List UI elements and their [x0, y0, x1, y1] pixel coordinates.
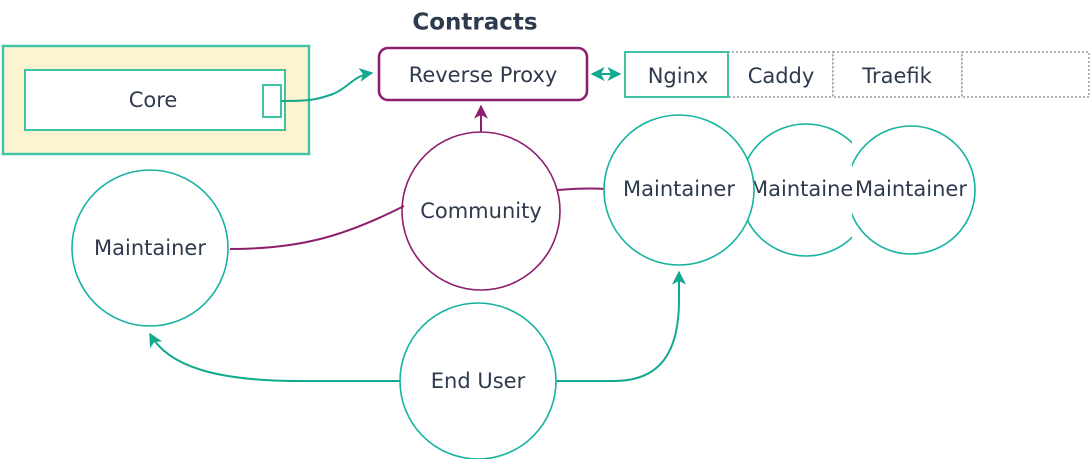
reverse-proxy-label: Reverse Proxy	[409, 63, 558, 87]
edge-core-to-reverse-proxy	[280, 67, 374, 102]
maintainer-label-1: Maintainer	[623, 177, 735, 201]
maintainer-node-1[interactable]	[603, 114, 755, 266]
edge-community-to-maintainer-right	[557, 187, 607, 191]
community-node-label: Community	[420, 199, 542, 223]
impl-cell-nginx-box[interactable]	[624, 51, 729, 98]
maintainer-left-label: Maintainer	[94, 236, 206, 260]
impl-cell-empty-box[interactable]	[961, 51, 1090, 98]
impl-cell-traefik-box[interactable]	[832, 51, 963, 98]
end-user-node[interactable]	[399, 302, 557, 459]
maintainer-label-3: Maintainer	[855, 177, 967, 201]
core-node-box[interactable]	[24, 69, 286, 131]
edge-maintainer-left-to-community	[229, 205, 405, 250]
impl-cell-traefik-label: Traefik	[861, 64, 932, 88]
core-node-label: Core	[129, 88, 178, 112]
maintainer-label-2: Maintainer	[750, 177, 862, 201]
reverse-proxy-node[interactable]	[377, 46, 589, 102]
impl-cell-caddy-label: Caddy	[748, 64, 815, 88]
core-port-handle[interactable]	[262, 84, 282, 118]
community-node[interactable]	[401, 131, 561, 291]
end-user-label: End User	[431, 369, 526, 393]
impl-cell-nginx-label: Nginx	[648, 64, 709, 88]
contracts-title: Contracts	[412, 10, 537, 36]
maintainer-left-node[interactable]	[71, 169, 229, 327]
edge-end-user-to-maintainer-left	[149, 332, 401, 382]
edge-end-user-to-maintainer-right	[556, 270, 686, 382]
